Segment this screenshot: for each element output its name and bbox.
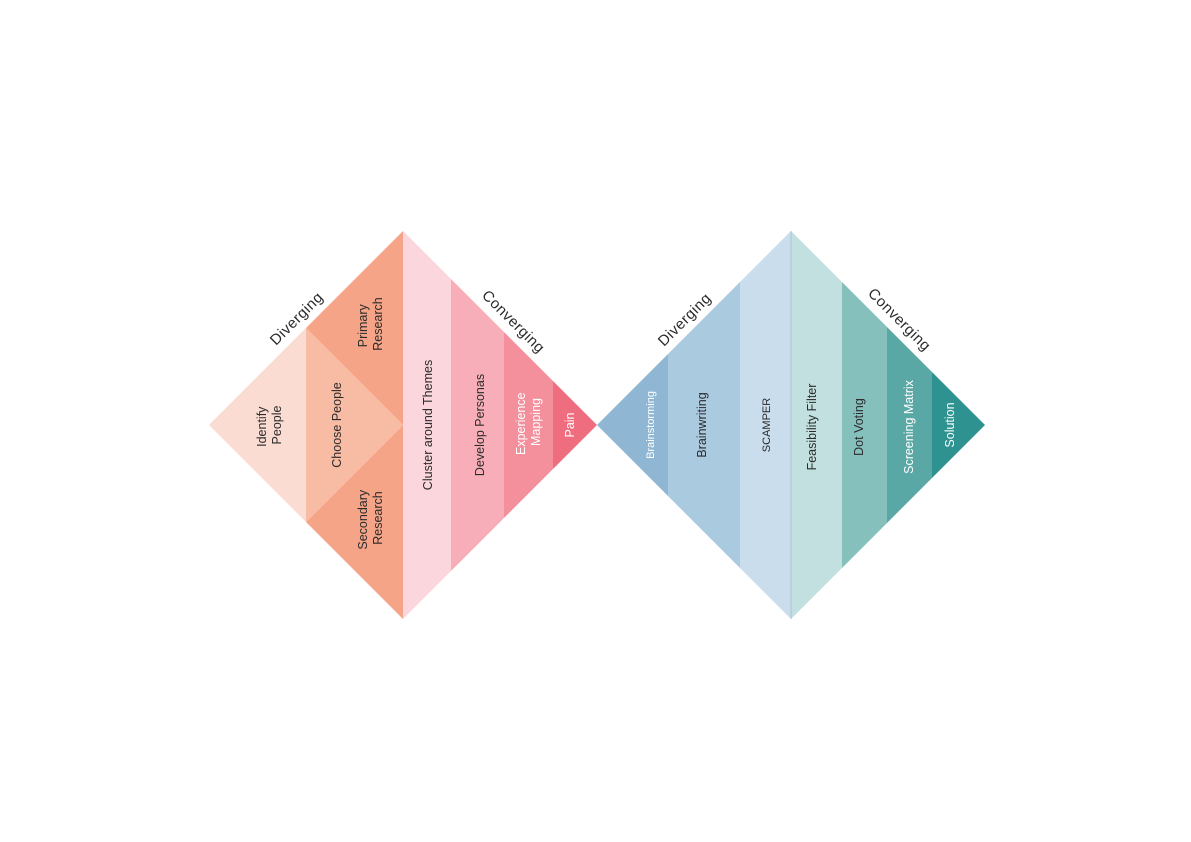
segment-brainstorming (597, 354, 668, 496)
label-identify-people: Identify People (255, 403, 284, 447)
segment-primary-research (306, 231, 403, 425)
diamond-2: Brainstorming Brainwriting SCAMPER Feasi… (597, 231, 985, 619)
segment-solution (932, 372, 985, 478)
label-scamper: SCAMPER (761, 398, 773, 452)
label-choose-people: Choose People (330, 382, 344, 468)
segment-develop-personas (451, 279, 504, 571)
segment-choose-people (306, 328, 403, 522)
label-dot-voting: Dot Voting (852, 398, 866, 456)
label-screening-matrix: Screening Matrix (902, 379, 916, 474)
segment-brainwriting (668, 282, 740, 568)
segment-pain (553, 381, 597, 469)
diamond-1: Identify People Choose People Primary Re… (209, 231, 597, 619)
label-develop-personas: Develop Personas (473, 374, 487, 476)
segment-cluster-themes (403, 231, 451, 619)
label-primary-research: Primary Research (356, 297, 385, 351)
segment-identify-people (209, 328, 306, 522)
label-secondary-research: Secondary Research (356, 486, 385, 549)
segment-feasibility-filter (791, 231, 842, 619)
segment-scamper (740, 231, 791, 619)
label-solution: Solution (943, 402, 957, 447)
segment-screening-matrix (887, 327, 932, 523)
label-pain: Pain (563, 412, 577, 437)
label-cluster-themes: Cluster around Themes (421, 360, 435, 490)
segment-experience-mapping (504, 332, 553, 518)
label-brainstorming: Brainstorming (645, 391, 657, 459)
segment-secondary-research (306, 425, 403, 619)
label-feasibility-filter: Feasibility Filter (805, 384, 819, 471)
segment-dot-voting (842, 282, 887, 568)
label-experience-mapping: Experience Mapping (514, 389, 543, 455)
label-brainwriting: Brainwriting (695, 392, 709, 457)
